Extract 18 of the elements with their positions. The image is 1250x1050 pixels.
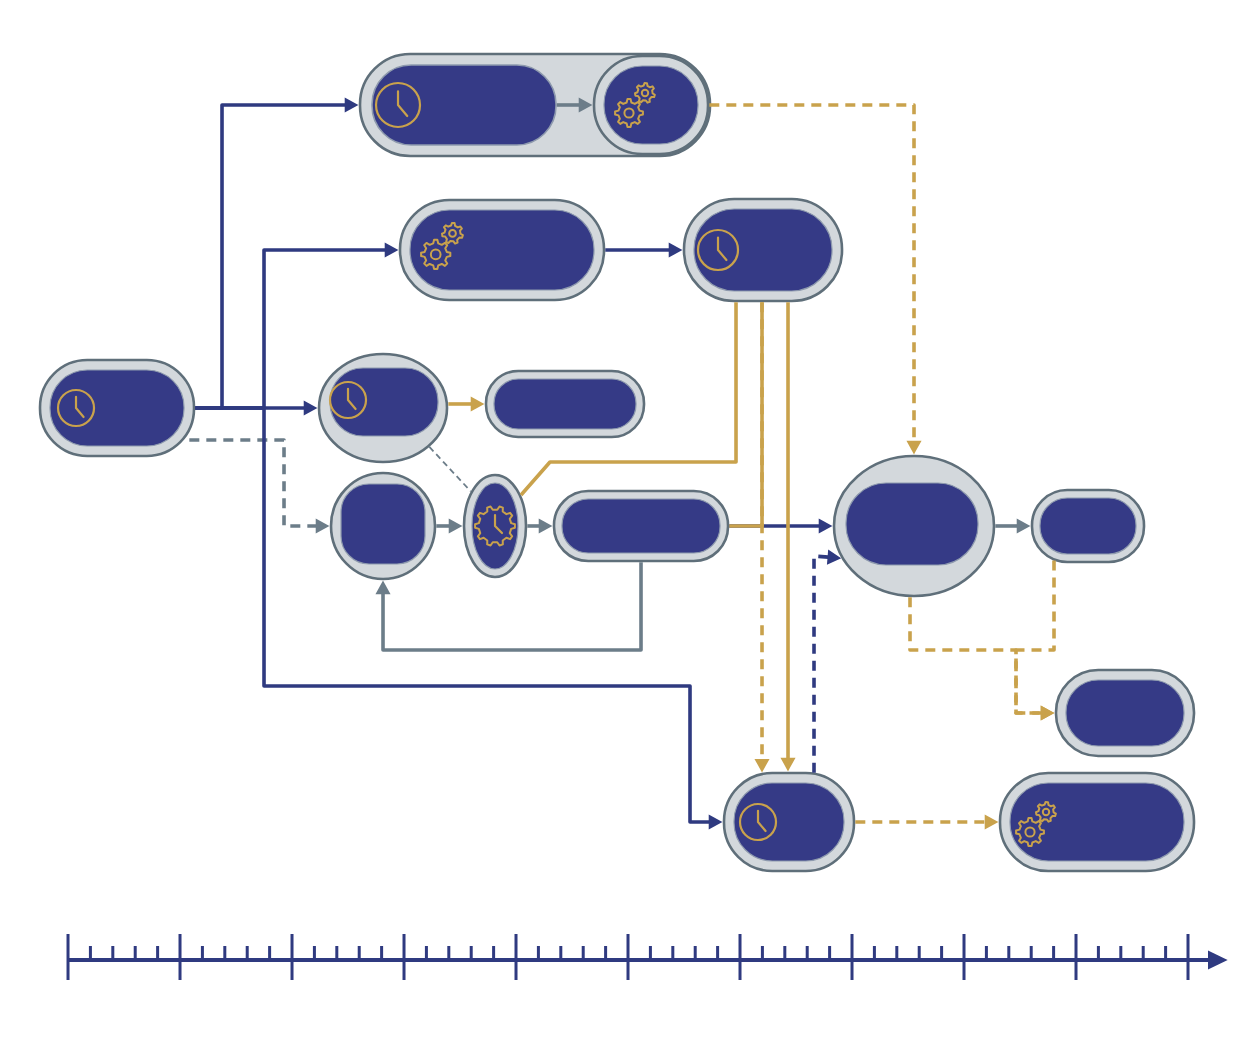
connector-line	[729, 302, 764, 528]
arrow	[375, 562, 643, 652]
pill-box	[552, 489, 730, 563]
connector-line	[519, 302, 738, 497]
oval-box	[317, 352, 449, 464]
pill-box	[38, 358, 196, 458]
pill-box	[484, 369, 646, 439]
pill-box	[398, 198, 606, 302]
oval-box	[462, 473, 528, 579]
pill-box	[592, 54, 710, 156]
pill-box	[1030, 488, 1146, 564]
dashed-line	[428, 446, 472, 493]
oval-box	[832, 454, 996, 598]
pill-box	[1054, 668, 1196, 758]
oval-box	[329, 471, 437, 581]
pill-box	[722, 771, 856, 873]
pill-box	[682, 197, 844, 303]
pill-box	[998, 771, 1196, 873]
